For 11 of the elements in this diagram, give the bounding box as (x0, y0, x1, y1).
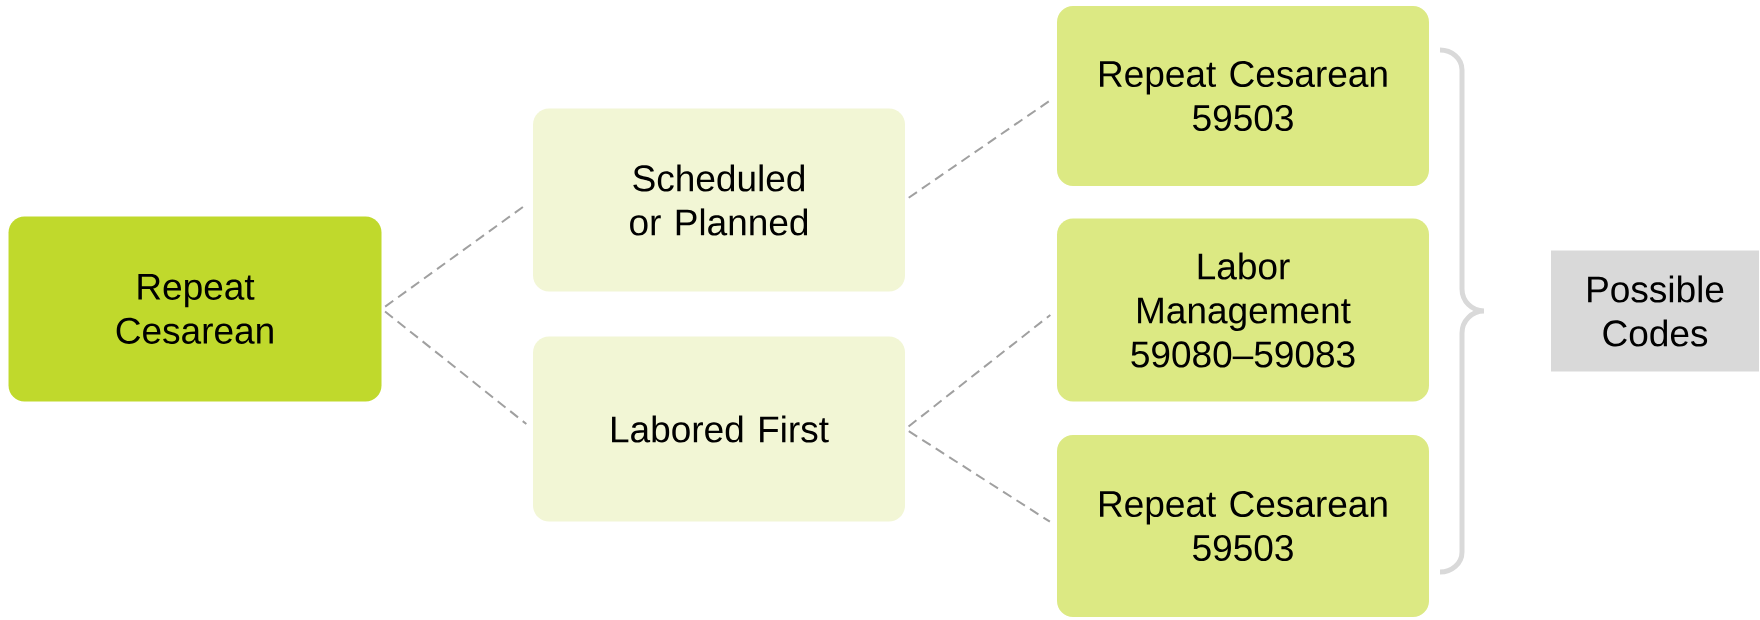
code-box: Repeat Cesarean 59503 (1057, 435, 1429, 617)
process-box: Labored First (533, 336, 905, 522)
process-box: Scheduled or Planned (533, 108, 905, 292)
process-box: Repeat Cesarean (8, 216, 382, 402)
connector-line (907, 313, 1052, 428)
code-box: Labor Management 59080–59083 (1057, 218, 1429, 402)
connector-line (907, 430, 1051, 523)
code-box: Repeat Cesarean 59503 (1057, 6, 1429, 186)
connector-line (384, 310, 528, 425)
label-box: Possible Codes (1551, 250, 1759, 372)
connector-line (907, 99, 1051, 199)
